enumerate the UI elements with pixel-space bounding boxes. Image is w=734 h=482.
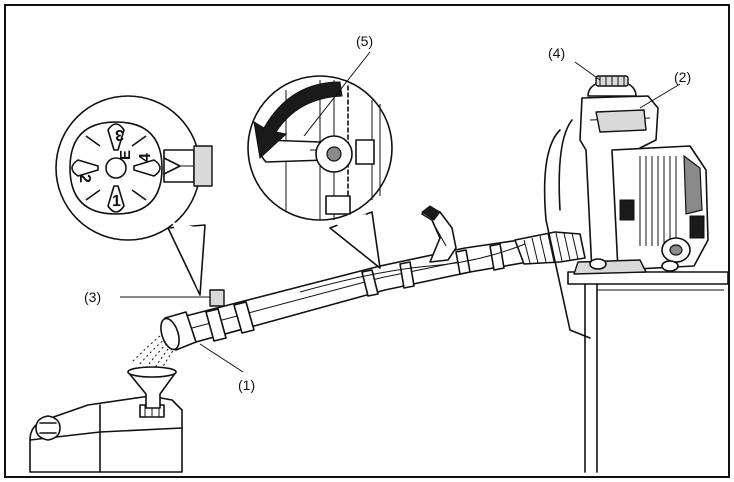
dial-number-3: 3 [115, 126, 124, 143]
callout-label-2: (2) [674, 69, 691, 85]
callout-label-1: (1) [238, 377, 255, 393]
engine-unit [543, 75, 709, 339]
dial-detail-bubble: 1 2 3 4 E [55, 95, 213, 296]
dial-number-2: 2 [76, 174, 93, 183]
table [567, 271, 729, 473]
funnel [127, 366, 177, 409]
fuel-can [29, 395, 183, 473]
callout-label-3: (3) [84, 289, 101, 305]
fuel-stream [131, 335, 179, 370]
blower-pipe [160, 205, 586, 351]
lever-detail-bubble [247, 75, 393, 269]
dial-marker: E [117, 150, 134, 160]
callout-label-4: (4) [548, 45, 565, 61]
leader-lines [120, 51, 681, 373]
callout-label-5: (5) [356, 33, 373, 49]
dial-number-1: 1 [112, 193, 121, 210]
dial-number-4: 4 [137, 153, 154, 162]
